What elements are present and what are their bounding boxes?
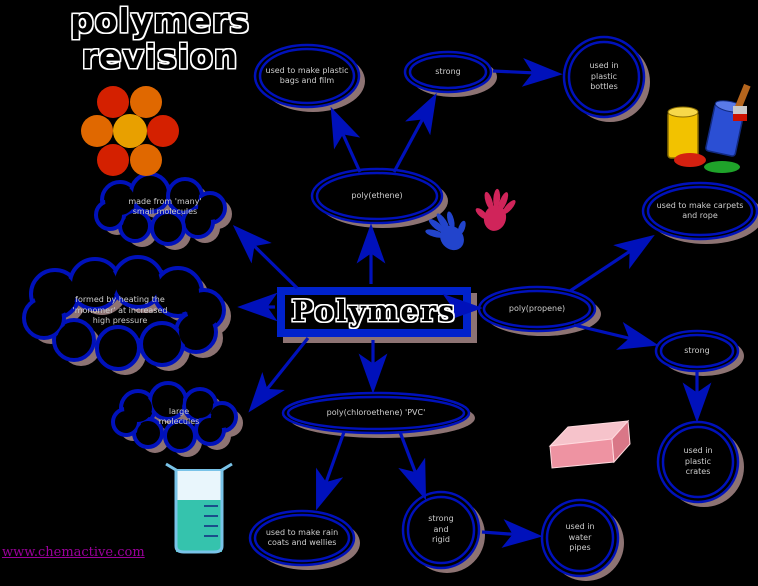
node-strong-top: [403, 50, 497, 97]
node-strong-right: [654, 329, 744, 376]
eraser-icon: [548, 419, 631, 469]
node-strong-rigid: [401, 490, 485, 573]
node-crates: [656, 420, 744, 507]
node-pvc: [281, 391, 475, 438]
polymers-box: [277, 287, 477, 343]
beaker-icon: [165, 462, 233, 554]
cloud-monomers: [94, 172, 232, 250]
node-raincoats: [248, 509, 360, 570]
node-carpets: [641, 181, 758, 244]
cloud-heating: [22, 255, 231, 375]
chemactive-link[interactable]: www.chemactive.com: [2, 545, 145, 560]
node-bags: [253, 43, 365, 112]
node-bottles: [562, 35, 650, 122]
node-pipes: [540, 498, 624, 581]
cloud-large-molecules: [111, 381, 243, 457]
paint-cans-icon: [667, 83, 751, 173]
arrows: [232, 57, 712, 548]
node-poly-propene: [477, 285, 601, 336]
molecule-icon: [81, 86, 179, 176]
node-poly-ethene: [310, 167, 448, 228]
footer-link-wrap: www.chemactive.com: [2, 541, 145, 560]
handprints-icon: [425, 188, 516, 251]
